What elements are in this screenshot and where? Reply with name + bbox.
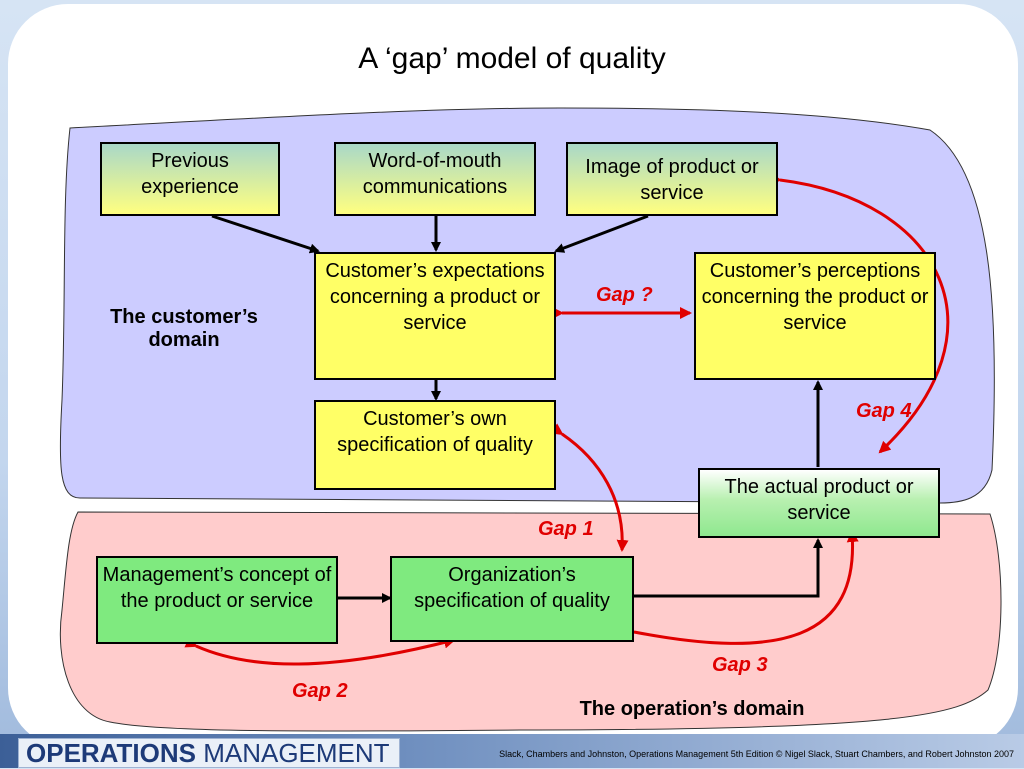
box-management-concept: Management’s concept of the product or s… [96, 556, 338, 644]
box-customer-expectations-label: Customer’s expectations concerning a pro… [325, 260, 545, 334]
gap-2-label: Gap 2 [292, 680, 348, 702]
box-customer-own-spec-label: Customer’s own specification of quality [337, 408, 533, 456]
page-title: A ‘gap’ model of quality [358, 42, 666, 75]
box-organization-spec: Organization’s specification of quality [390, 556, 634, 642]
box-customer-expectations: Customer’s expectations concerning a pro… [314, 252, 556, 380]
box-actual-product-label: The actual product or service [724, 476, 914, 524]
box-customer-perceptions-label: Customer’s perceptions concerning the pr… [701, 260, 929, 334]
gap-4-arrow [769, 172, 950, 454]
box-management-concept-label: Management’s concept of the product or s… [102, 564, 332, 612]
footer-logo-light: MANAGEMENT [203, 738, 390, 768]
gap-1-arrow [550, 423, 629, 552]
box-customer-perceptions: Customer’s perceptions concerning the pr… [694, 252, 936, 380]
box-customer-own-spec: Customer’s own specification of quality [314, 400, 556, 490]
operation-domain-label: The operation’s domain [579, 698, 805, 720]
gap-3-arrow [623, 530, 859, 645]
gap-2-arrow [184, 636, 456, 666]
footer-logo-panel [18, 738, 400, 768]
footer-logo-bold: OPERATIONS [26, 738, 196, 768]
box-image-label: Image of product or service [585, 156, 759, 204]
arrow-previous-to-expectations [211, 214, 320, 254]
box-actual-product: The actual product or service [698, 468, 940, 538]
gap-4-label: Gap 4 [856, 400, 912, 422]
customer-domain-label: The customer’s domain [110, 306, 258, 351]
arrow-image-to-expectations [554, 214, 649, 253]
gap-3-label: Gap 3 [712, 654, 768, 676]
box-word-of-mouth: Word-of-mouth communications [334, 142, 536, 216]
footer-credit: Slack, Chambers and Johnston, Operations… [499, 749, 1014, 759]
footer-logo: OPERATIONS MANAGEMENT [26, 738, 390, 769]
box-organization-spec-label: Organization’s specification of quality [414, 564, 610, 612]
box-word-of-mouth-label: Word-of-mouth communications [362, 150, 508, 198]
gap-q-label: Gap ? [596, 284, 653, 306]
box-previous-experience: Previous experience [100, 142, 280, 216]
box-previous-experience-label: Previous experience [141, 150, 239, 198]
box-image: Image of product or service [566, 142, 778, 216]
gap-1-label: Gap 1 [538, 518, 594, 540]
